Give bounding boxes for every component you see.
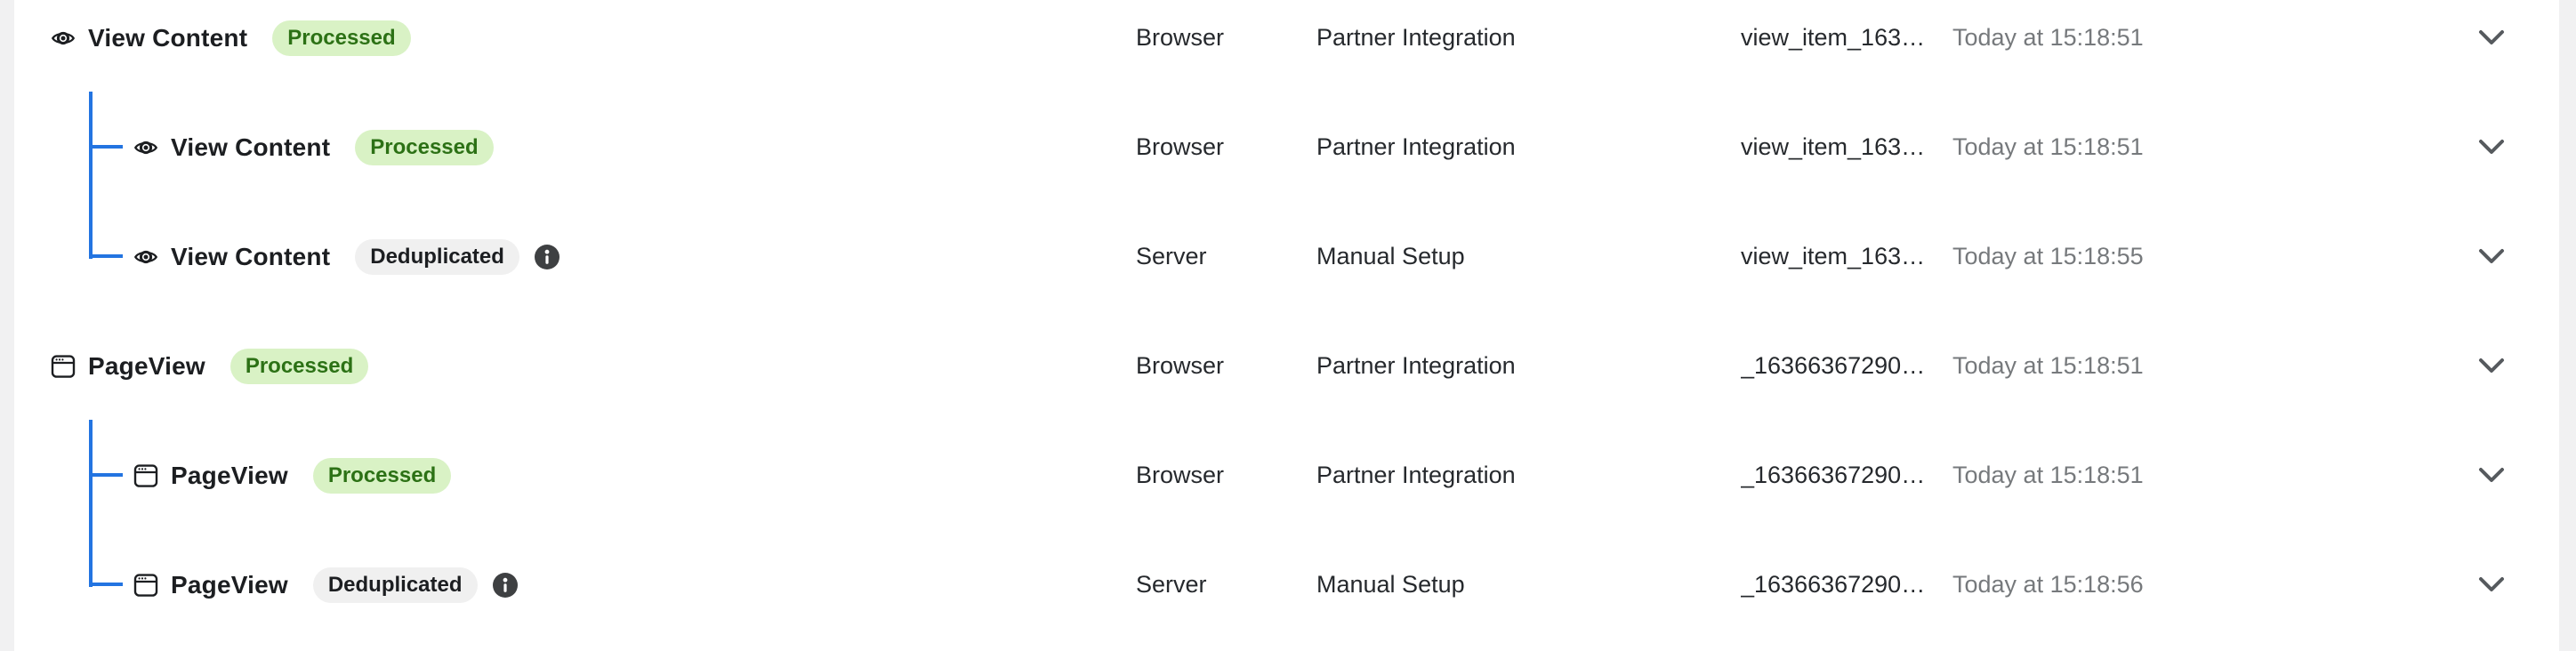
event-id-cell: _16366367290… (1741, 571, 1926, 598)
event-name: PageView (171, 461, 288, 489)
event-name: View Content (171, 133, 331, 161)
info-icon (534, 244, 559, 269)
event-id-cell: view_item_163… (1741, 243, 1926, 269)
event-name-cell: View Content Processed (14, 129, 1136, 165)
setup-method-cell: Partner Integration (1316, 352, 1516, 379)
chevron-down-icon (2478, 139, 2504, 154)
event-row[interactable]: PageView Deduplicated Server Manual Setu… (14, 530, 2559, 639)
eye-icon (134, 250, 157, 263)
event-name-cell: View Content Processed (14, 20, 1136, 56)
tree-connector-line (89, 92, 93, 259)
status-badge: Deduplicated (312, 567, 478, 603)
chevron-down-icon (2478, 467, 2504, 482)
expand-row-button[interactable] (2437, 576, 2545, 594)
status-badge: Processed (355, 129, 494, 165)
info-icon (492, 572, 518, 598)
event-name-cell: PageView Processed (14, 348, 1136, 384)
event-time-cell: Today at 15:18:51 (1952, 462, 2144, 488)
event-id-cell: view_item_163… (1741, 133, 1926, 160)
chevron-down-icon (2478, 576, 2504, 591)
status-badge: Processed (312, 457, 452, 494)
setup-method-cell: Partner Integration (1316, 462, 1516, 488)
events-table-card: View Content Processed Browser Partner I… (14, 0, 2559, 651)
events-table: View Content Processed Browser Partner I… (14, 0, 2559, 639)
event-row[interactable]: PageView Processed Browser Partner Integ… (14, 311, 2559, 421)
chevron-down-icon (2478, 29, 2504, 44)
event-group: PageView Processed Browser Partner Integ… (14, 311, 2559, 639)
event-name-cell: PageView Deduplicated (14, 567, 1136, 603)
eye-icon (134, 141, 157, 154)
event-name: PageView (88, 351, 205, 380)
event-row[interactable]: View Content Processed Browser Partner I… (14, 92, 2559, 202)
event-id-cell: _16366367290… (1741, 462, 1926, 488)
event-name: View Content (88, 23, 248, 52)
event-group: View Content Processed Browser Partner I… (14, 0, 2559, 311)
setup-method-cell: Partner Integration (1316, 24, 1516, 51)
browser-window-icon (133, 573, 158, 597)
event-name-cell: View Content Deduplicated (14, 238, 1136, 275)
status-badge: Processed (229, 348, 369, 384)
event-name: PageView (171, 570, 288, 599)
eye-icon (52, 31, 75, 44)
status-badge: Processed (272, 20, 411, 56)
status-info-trigger[interactable] (534, 244, 560, 270)
expand-row-button[interactable] (2437, 29, 2545, 47)
expand-row-button[interactable] (2437, 139, 2545, 157)
event-time-cell: Today at 15:18:51 (1952, 24, 2144, 51)
event-row[interactable]: View Content Deduplicated Server Manual … (14, 202, 2559, 311)
connection-method-cell: Server (1136, 571, 1207, 598)
event-time-cell: Today at 15:18:55 (1952, 243, 2144, 269)
event-row[interactable]: View Content Processed Browser Partner I… (14, 0, 2559, 92)
status-badge: Deduplicated (355, 238, 519, 275)
event-row[interactable]: PageView Processed Browser Partner Integ… (14, 421, 2559, 530)
event-time-cell: Today at 15:18:51 (1952, 133, 2144, 160)
expand-row-button[interactable] (2437, 358, 2545, 375)
event-name: View Content (171, 242, 331, 270)
connection-method-cell: Browser (1136, 462, 1225, 488)
event-name-cell: PageView Processed (14, 457, 1136, 494)
browser-window-icon (51, 354, 76, 378)
event-id-cell: _16366367290… (1741, 352, 1926, 379)
status-info-trigger[interactable] (492, 572, 519, 599)
expand-row-button[interactable] (2437, 248, 2545, 266)
event-time-cell: Today at 15:18:51 (1952, 352, 2144, 379)
expand-row-button[interactable] (2437, 467, 2545, 485)
event-time-cell: Today at 15:18:56 (1952, 571, 2144, 598)
connection-method-cell: Server (1136, 243, 1207, 269)
chevron-down-icon (2478, 358, 2504, 373)
chevron-down-icon (2478, 248, 2504, 263)
tree-connector-line (89, 420, 93, 587)
setup-method-cell: Manual Setup (1316, 243, 1465, 269)
browser-window-icon (133, 463, 158, 487)
setup-method-cell: Partner Integration (1316, 133, 1516, 160)
connection-method-cell: Browser (1136, 352, 1225, 379)
connection-method-cell: Browser (1136, 24, 1225, 51)
event-id-cell: view_item_163… (1741, 24, 1926, 51)
connection-method-cell: Browser (1136, 133, 1225, 160)
setup-method-cell: Manual Setup (1316, 571, 1465, 598)
